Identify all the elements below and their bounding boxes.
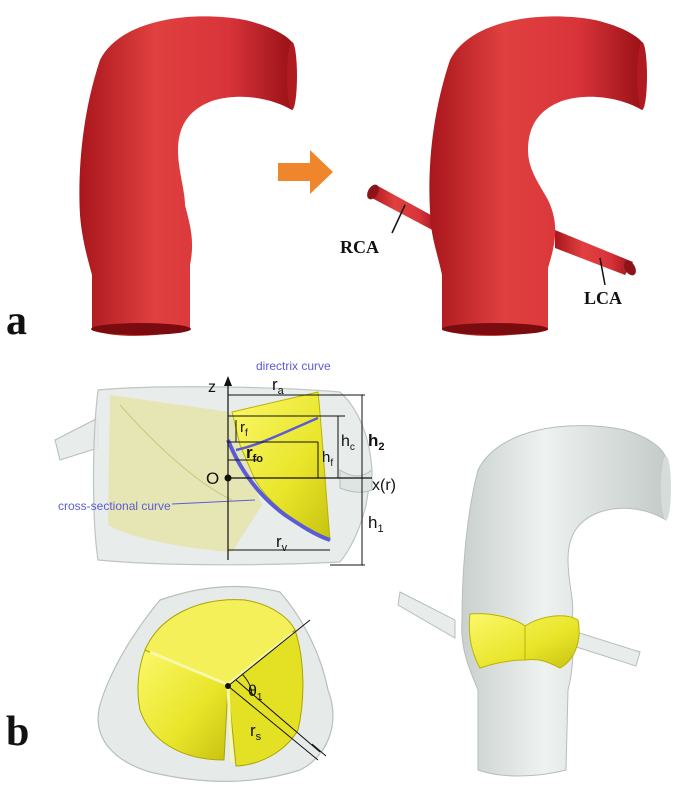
- hc-label: hc: [341, 433, 355, 453]
- aorta-with-valve-view: [397, 425, 671, 777]
- aorta-plain-outlet: [91, 323, 191, 335]
- cross-section-leader: [171, 499, 256, 505]
- cross-sectional-curve: [226, 439, 331, 542]
- h2-label: h2: [368, 431, 385, 453]
- theta1-label: θ1: [248, 683, 263, 703]
- lca-label: LCA: [584, 288, 622, 308]
- rf-label: rf: [240, 419, 248, 439]
- aorta-translucent-body: [461, 425, 667, 777]
- z-axis-label: z: [208, 379, 216, 396]
- lca-leader: [599, 257, 606, 286]
- cross-section-label: cross-sectional curve: [58, 499, 171, 513]
- z-axis-arrow: [224, 376, 232, 386]
- panel-a: RCA LCA a: [6, 16, 647, 344]
- aorta-plain-body: [79, 16, 292, 337]
- directrix-curve: [235, 416, 319, 452]
- hf-label: hf: [322, 449, 333, 469]
- aorta-coronary-body: [429, 16, 642, 337]
- origin-label: O: [206, 469, 219, 488]
- rca-branch: [370, 186, 440, 234]
- leaflet-translucent: [108, 395, 262, 552]
- aorta-coronary-outlet: [442, 323, 548, 335]
- valve-side-view: directrix curve cross-sectional curve z …: [54, 359, 396, 566]
- ra-label: ra: [272, 375, 285, 397]
- aorta-coronary-inlet: [637, 42, 647, 110]
- panel-b: directrix curve cross-sectional curve z …: [6, 359, 671, 783]
- transform-arrow: [278, 150, 333, 194]
- panel-a-label: a: [6, 298, 27, 344]
- rca-leader: [391, 204, 406, 234]
- rs-label: rs: [250, 721, 262, 743]
- aorta-model-with-coronaries: [367, 16, 647, 337]
- directrix-label: directrix curve: [256, 359, 331, 373]
- aorta-plain-inlet: [287, 42, 297, 110]
- rv-label: rv: [276, 532, 288, 554]
- origin-point: [224, 474, 232, 482]
- valve-top-leaflet-left: [137, 649, 229, 761]
- h1-label: h1: [368, 513, 384, 535]
- lca-branch: [555, 230, 633, 275]
- panel-b-label: b: [6, 709, 29, 755]
- x-axis-label: x(r): [372, 477, 396, 494]
- aorta-model-plain: [79, 16, 297, 337]
- rfo-label: rfo: [246, 443, 263, 465]
- valve-top-view: θ1 rs: [97, 585, 334, 783]
- rca-label: RCA: [340, 237, 379, 257]
